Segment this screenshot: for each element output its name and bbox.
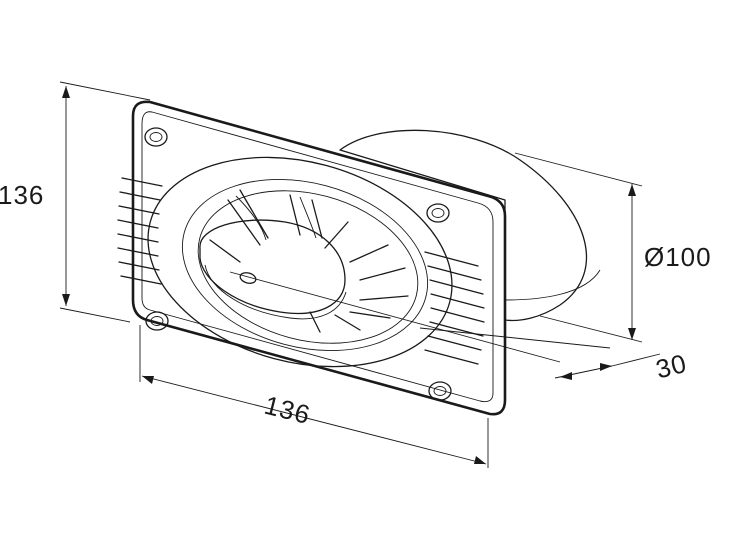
depth-ref-line [419, 327, 611, 349]
width-label: 136 [261, 390, 313, 430]
mounting-hole-bottom-left [145, 311, 169, 331]
dimension-height-left [59, 81, 151, 323]
mounting-holes [144, 127, 452, 401]
depth-label: 30 [653, 348, 690, 385]
dimension-diameter [514, 152, 643, 343]
faceplate [131, 100, 507, 416]
front-bezel [147, 156, 453, 368]
left-grille [117, 177, 163, 285]
mounting-hole-top-right [426, 203, 450, 223]
mounting-hole-top-left [144, 127, 168, 147]
dimension-depth [554, 353, 661, 380]
duct-cylinder [339, 129, 601, 322]
height-label: 136 [0, 180, 44, 210]
hub-center-icon [239, 272, 257, 284]
diameter-label: Ø100 [644, 242, 712, 272]
dimension-width-bottom [139, 325, 489, 468]
mounting-hole-bottom-right [428, 381, 452, 401]
center-axis [229, 271, 561, 363]
impeller-blades [209, 189, 409, 333]
center-hub [199, 219, 347, 320]
